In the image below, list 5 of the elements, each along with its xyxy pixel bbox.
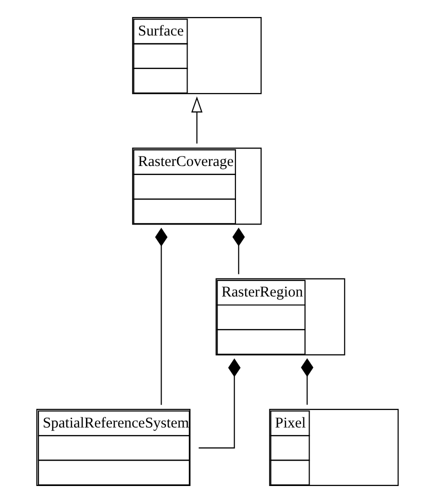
arrow [190,96,202,144]
connector [198,358,240,448]
connector [232,227,244,274]
connector [154,227,167,404]
connector [300,358,313,404]
